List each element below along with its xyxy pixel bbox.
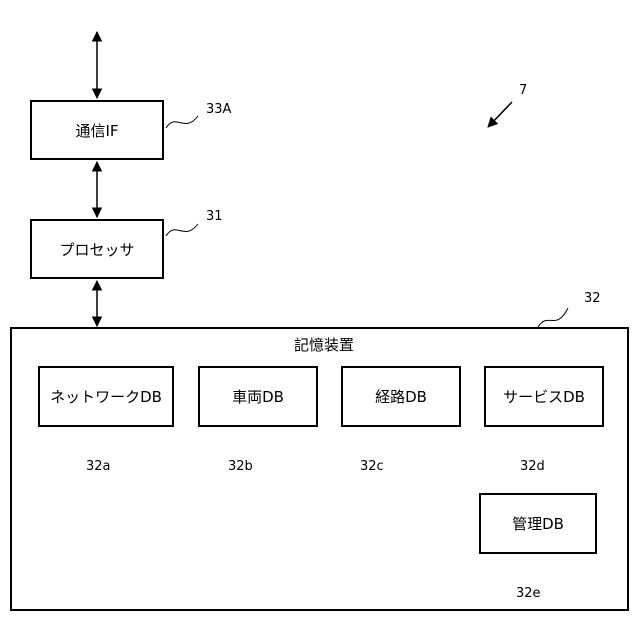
service-db-box: サービスDB bbox=[484, 366, 604, 427]
network-db-box: ネットワークDB bbox=[38, 366, 174, 427]
service-db-label: サービスDB bbox=[503, 386, 585, 407]
service-db-ref: 32d bbox=[520, 460, 545, 473]
processor-box: プロセッサ bbox=[30, 219, 164, 279]
storage-label: 記憶装置 bbox=[294, 334, 354, 355]
vehicle-db-label: 車両DB bbox=[232, 386, 284, 407]
comm-if-ref: 33A bbox=[206, 103, 231, 116]
storage-ref: 32 bbox=[584, 292, 601, 305]
vehicle-db-ref: 32b bbox=[228, 460, 253, 473]
processor-label: プロセッサ bbox=[59, 239, 134, 260]
comm-if-box: 通信IF bbox=[30, 100, 164, 160]
network-db-ref: 32a bbox=[86, 460, 111, 473]
leader-33A bbox=[166, 116, 198, 128]
network-db-label: ネットワークDB bbox=[50, 386, 162, 407]
figure-number: 7 bbox=[519, 84, 527, 97]
leader-32 bbox=[538, 308, 568, 327]
route-db-label: 経路DB bbox=[375, 386, 427, 407]
processor-ref: 31 bbox=[206, 210, 223, 223]
route-db-ref: 32c bbox=[360, 460, 384, 473]
route-db-box: 経路DB bbox=[341, 366, 461, 427]
management-db-box: 管理DB bbox=[479, 493, 597, 554]
management-db-label: 管理DB bbox=[512, 513, 564, 534]
management-db-ref: 32e bbox=[516, 587, 541, 600]
leader-31 bbox=[166, 224, 198, 236]
vehicle-db-box: 車両DB bbox=[198, 366, 318, 427]
comm-if-label: 通信IF bbox=[75, 120, 118, 141]
figure-pointer-arrow bbox=[488, 102, 512, 127]
